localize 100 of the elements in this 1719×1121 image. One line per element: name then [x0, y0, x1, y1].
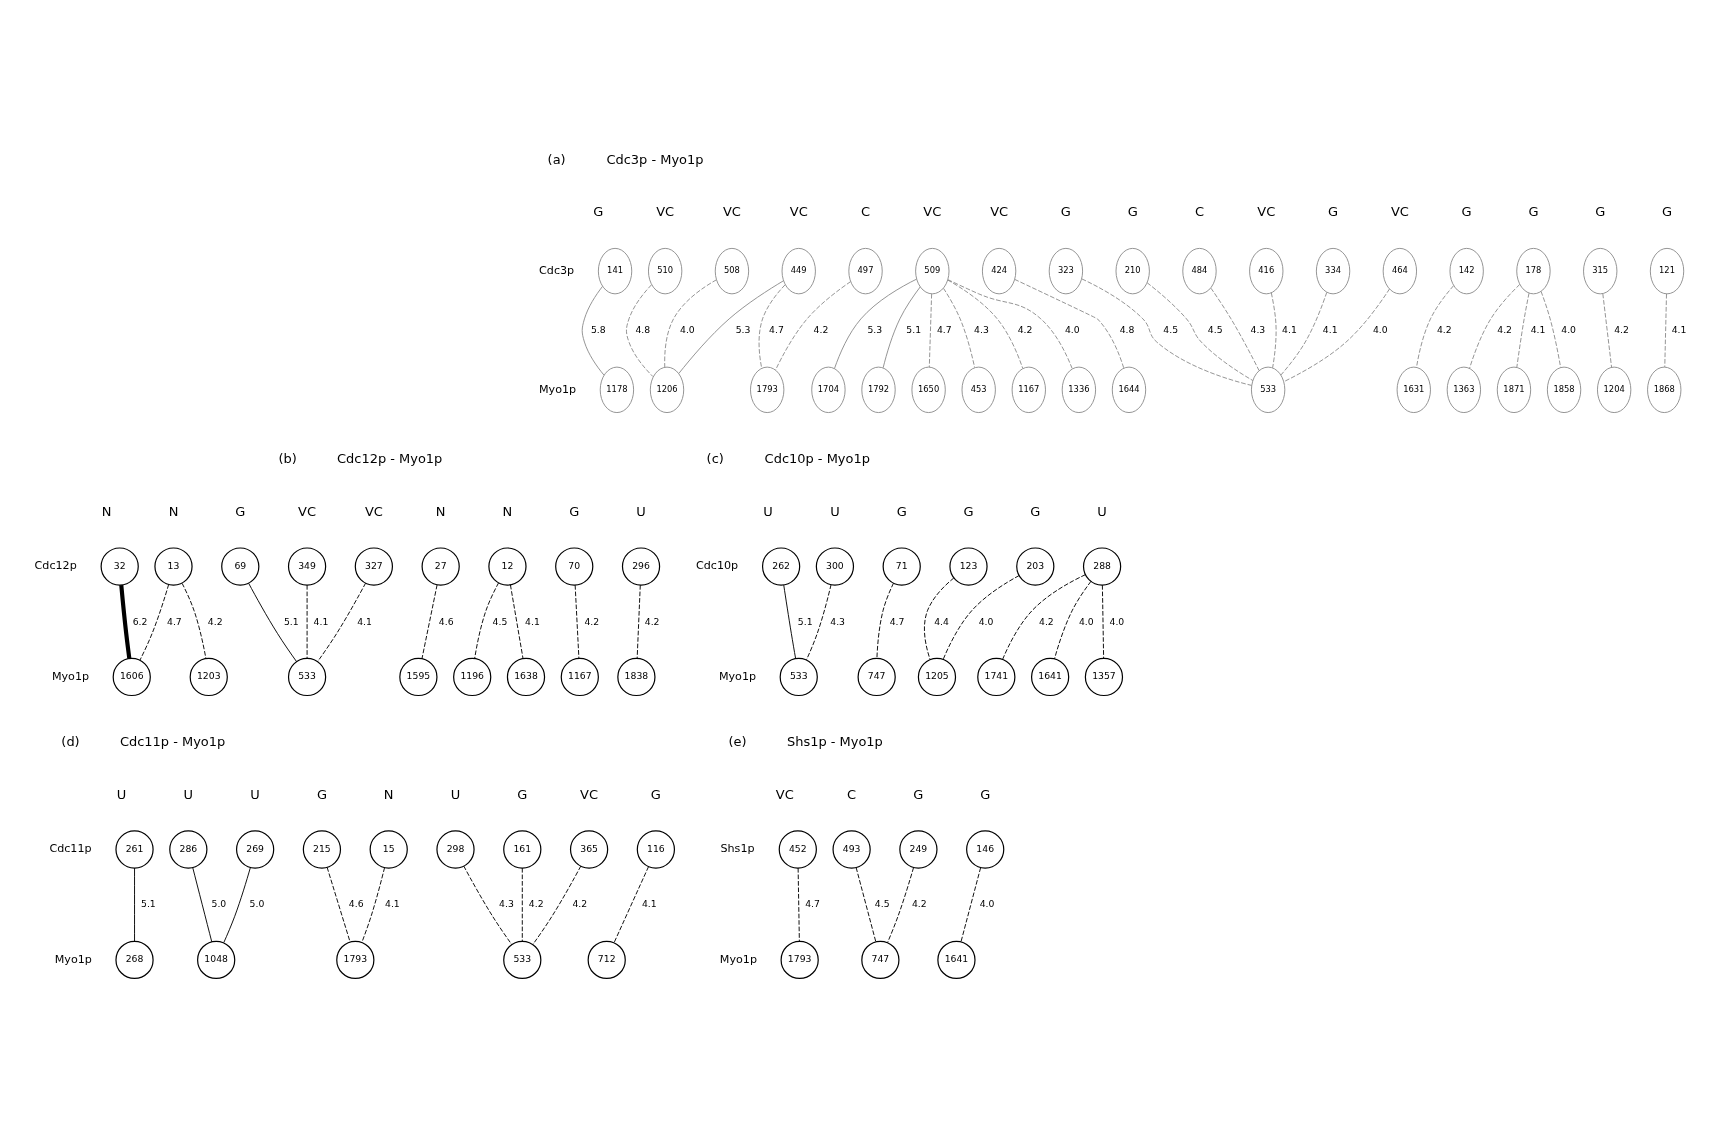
connector: [797, 867, 800, 942]
node-label: G: [650, 786, 661, 802]
node-circle: 262: [761, 546, 801, 586]
node-label: VC: [923, 203, 942, 219]
node-ellipse: 449: [781, 247, 816, 294]
label: (e): [728, 733, 747, 749]
connector: [1664, 293, 1667, 367]
connector: [613, 865, 649, 943]
connector: [943, 287, 976, 368]
node-label: G: [517, 786, 528, 802]
edge-label: 4.0: [1372, 323, 1388, 335]
node-ellipse: 1206: [649, 366, 685, 413]
node-circle: 1203: [189, 657, 228, 696]
edge-label: 4.5: [1207, 323, 1223, 335]
edge-label: 5.1: [283, 615, 299, 627]
connector: [947, 279, 1024, 369]
node-label: G: [316, 786, 327, 802]
edge-label: 4.0: [1078, 615, 1094, 627]
node-circle: 146: [966, 829, 1005, 869]
node-ellipse: 210: [1115, 247, 1150, 294]
edge-label: 4.1: [641, 897, 657, 909]
label: Cdc11p - Myo1p: [119, 733, 226, 749]
node-circle: 1638: [506, 657, 546, 696]
node-circle: 327: [354, 546, 394, 586]
connector: [521, 867, 523, 942]
node-circle: 452: [778, 829, 817, 869]
edge-label: 5.1: [906, 323, 922, 335]
connector: [1416, 284, 1454, 368]
node-label: N: [101, 503, 112, 519]
node-circle: 116: [636, 829, 676, 869]
connector: [581, 285, 605, 375]
edge-label: 5.3: [735, 323, 751, 335]
connector: [1146, 281, 1254, 381]
connector: [574, 584, 580, 659]
node-circle: 1641: [1030, 657, 1070, 696]
edge-label: 4.2: [813, 323, 829, 335]
label: Cdc12p - Myo1p: [336, 450, 443, 466]
edge-label: 4.1: [313, 615, 329, 627]
node-label: G: [1461, 203, 1472, 219]
edge-label: 4.0: [978, 615, 994, 627]
connector: [636, 584, 641, 659]
node-label: VC: [580, 786, 599, 802]
connector: [1002, 573, 1086, 660]
node-circle: 203: [1016, 546, 1055, 586]
node-circle: 1793: [780, 940, 819, 979]
connector: [223, 866, 251, 943]
edge-label: 4.6: [438, 615, 454, 627]
node-label: VC: [722, 203, 741, 219]
connector: [1014, 278, 1125, 368]
node-ellipse: 315: [1583, 247, 1618, 294]
node-ellipse: 533: [1250, 366, 1286, 413]
connector: [1469, 283, 1521, 369]
node-circle: 533: [779, 657, 818, 696]
node-circle: 1741: [977, 657, 1016, 696]
node-label: N: [435, 503, 446, 519]
node-label: VC: [990, 203, 1009, 219]
node-circle: 1793: [336, 940, 375, 979]
node-label: U: [450, 786, 461, 802]
node-ellipse: 1650: [911, 366, 946, 413]
node-circle: 712: [587, 940, 626, 979]
node-label: VC: [789, 203, 808, 219]
label: Cdc10p - Myo1p: [764, 450, 870, 466]
label: (a): [547, 151, 566, 167]
node-circle: 15: [369, 829, 408, 869]
node-circle: 1048: [197, 940, 236, 979]
label: Shs1p: [720, 841, 755, 855]
edge-label: 4.3: [499, 897, 514, 909]
edge-label: 4.2: [644, 615, 660, 627]
edge-label: 4.0: [680, 323, 695, 335]
edge-label: 4.2: [1614, 323, 1629, 335]
node-label: C: [847, 786, 857, 802]
node-circle: 493: [832, 829, 871, 869]
node-ellipse: 464: [1382, 247, 1418, 294]
node-circle: 1205: [917, 657, 957, 696]
connector: [834, 278, 918, 369]
node-label: VC: [1257, 203, 1276, 219]
edge-label: 4.3: [1250, 323, 1266, 335]
edge-label: 5.0: [249, 897, 265, 909]
node-ellipse: 497: [848, 247, 883, 294]
node-circle: 747: [857, 657, 896, 696]
node-circle: 296: [621, 546, 661, 586]
connector: [248, 582, 298, 662]
label: (d): [61, 733, 80, 749]
node-ellipse: 509: [915, 247, 950, 294]
node-ellipse: 1871: [1496, 366, 1532, 413]
connector: [532, 865, 582, 945]
node-circle: 349: [287, 546, 327, 586]
connector: [181, 582, 207, 659]
edge-label: 4.0: [1109, 615, 1125, 627]
node-label: VC: [656, 203, 675, 219]
label: Cdc11p: [49, 841, 92, 855]
node-ellipse: 1858: [1546, 366, 1582, 413]
node-ellipse: 453: [961, 366, 996, 413]
connector: [664, 278, 717, 368]
node-circle: 161: [503, 829, 542, 869]
edge-label: 4.2: [207, 615, 223, 627]
connector: [361, 866, 386, 943]
node-circle: 269: [235, 829, 275, 869]
node-circle: 261: [115, 829, 154, 869]
edge-label: 4.7: [889, 615, 905, 627]
